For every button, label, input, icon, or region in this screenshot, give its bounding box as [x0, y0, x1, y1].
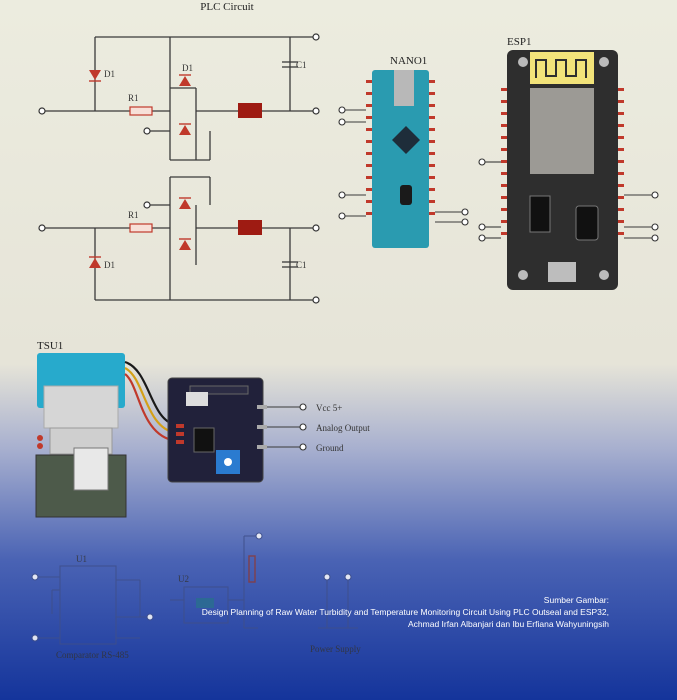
nano-board — [372, 70, 429, 248]
bridge-diode-1 — [179, 76, 191, 86]
relay-bottom — [238, 220, 262, 235]
label-d1: D1 — [104, 69, 115, 79]
label-c-top: C1 — [296, 60, 307, 70]
u1-caption: Comparator RS-485 — [56, 650, 129, 660]
plc-title: PLC Circuit — [200, 1, 253, 13]
turbidity-sensor: TSU1 Vcc 5+ Analog Output Ground — [35, 340, 370, 518]
image-source-caption: Sumber Gambar: Design Planning of Raw Wa… — [129, 594, 609, 630]
sensor-output-analog: Analog Output — [316, 423, 370, 433]
diode-d1-top — [89, 70, 101, 80]
esp32-board: ESP1 — [478, 36, 659, 290]
nano-chip — [392, 126, 420, 154]
caption-line-2: Achmad Irfan Albanjari dan Ibu Erfiana W… — [408, 619, 609, 629]
plc-terminals — [38, 33, 320, 304]
relay-top — [238, 103, 262, 118]
esp32-shield — [530, 88, 594, 174]
reset-button — [400, 185, 412, 205]
probe-tip — [73, 447, 109, 491]
bridge-diode-2 — [179, 125, 191, 135]
regulator — [529, 195, 551, 233]
label-d-bottom: D1 — [104, 260, 115, 270]
sensor-output-vcc: Vcc 5+ — [316, 403, 342, 413]
micro-usb — [548, 262, 576, 282]
plc-components — [89, 70, 262, 268]
label-bridge-top: D1 — [182, 63, 193, 73]
resistor-r-top — [129, 106, 153, 116]
module-connector — [186, 392, 208, 406]
usb-connector — [394, 70, 414, 106]
boot-button — [575, 205, 599, 241]
bridge-diode-4 — [179, 240, 191, 250]
nano-label: NANO1 — [390, 55, 427, 67]
arduino-nano: NANO1 — [338, 55, 469, 248]
label-c-bottom: C1 — [296, 260, 307, 270]
plc-circuit — [45, 36, 313, 301]
power-supply-label: Power Supply — [310, 644, 361, 654]
u1-label: U1 — [76, 554, 87, 564]
sensor-output-ground: Ground — [316, 443, 344, 453]
caption-line-1: Design Planning of Raw Water Turbidity a… — [201, 607, 609, 617]
u2-label: U2 — [178, 574, 189, 584]
resistor-r-bottom — [129, 223, 153, 233]
esp32-label: ESP1 — [507, 36, 531, 48]
sensor-body — [43, 385, 119, 429]
diode-d1-bottom — [89, 258, 101, 268]
bridge-diode-3 — [179, 199, 191, 209]
caption-heading: Sumber Gambar: — [543, 595, 609, 605]
bottom-circuits: U1 U2 Comparator RS-485 Power Supply — [31, 532, 361, 660]
esp32-antenna — [530, 52, 594, 84]
sensor-label: TSU1 — [37, 340, 63, 352]
label-r-top: R1 — [128, 93, 139, 103]
label-r-bottom: R1 — [128, 210, 139, 220]
